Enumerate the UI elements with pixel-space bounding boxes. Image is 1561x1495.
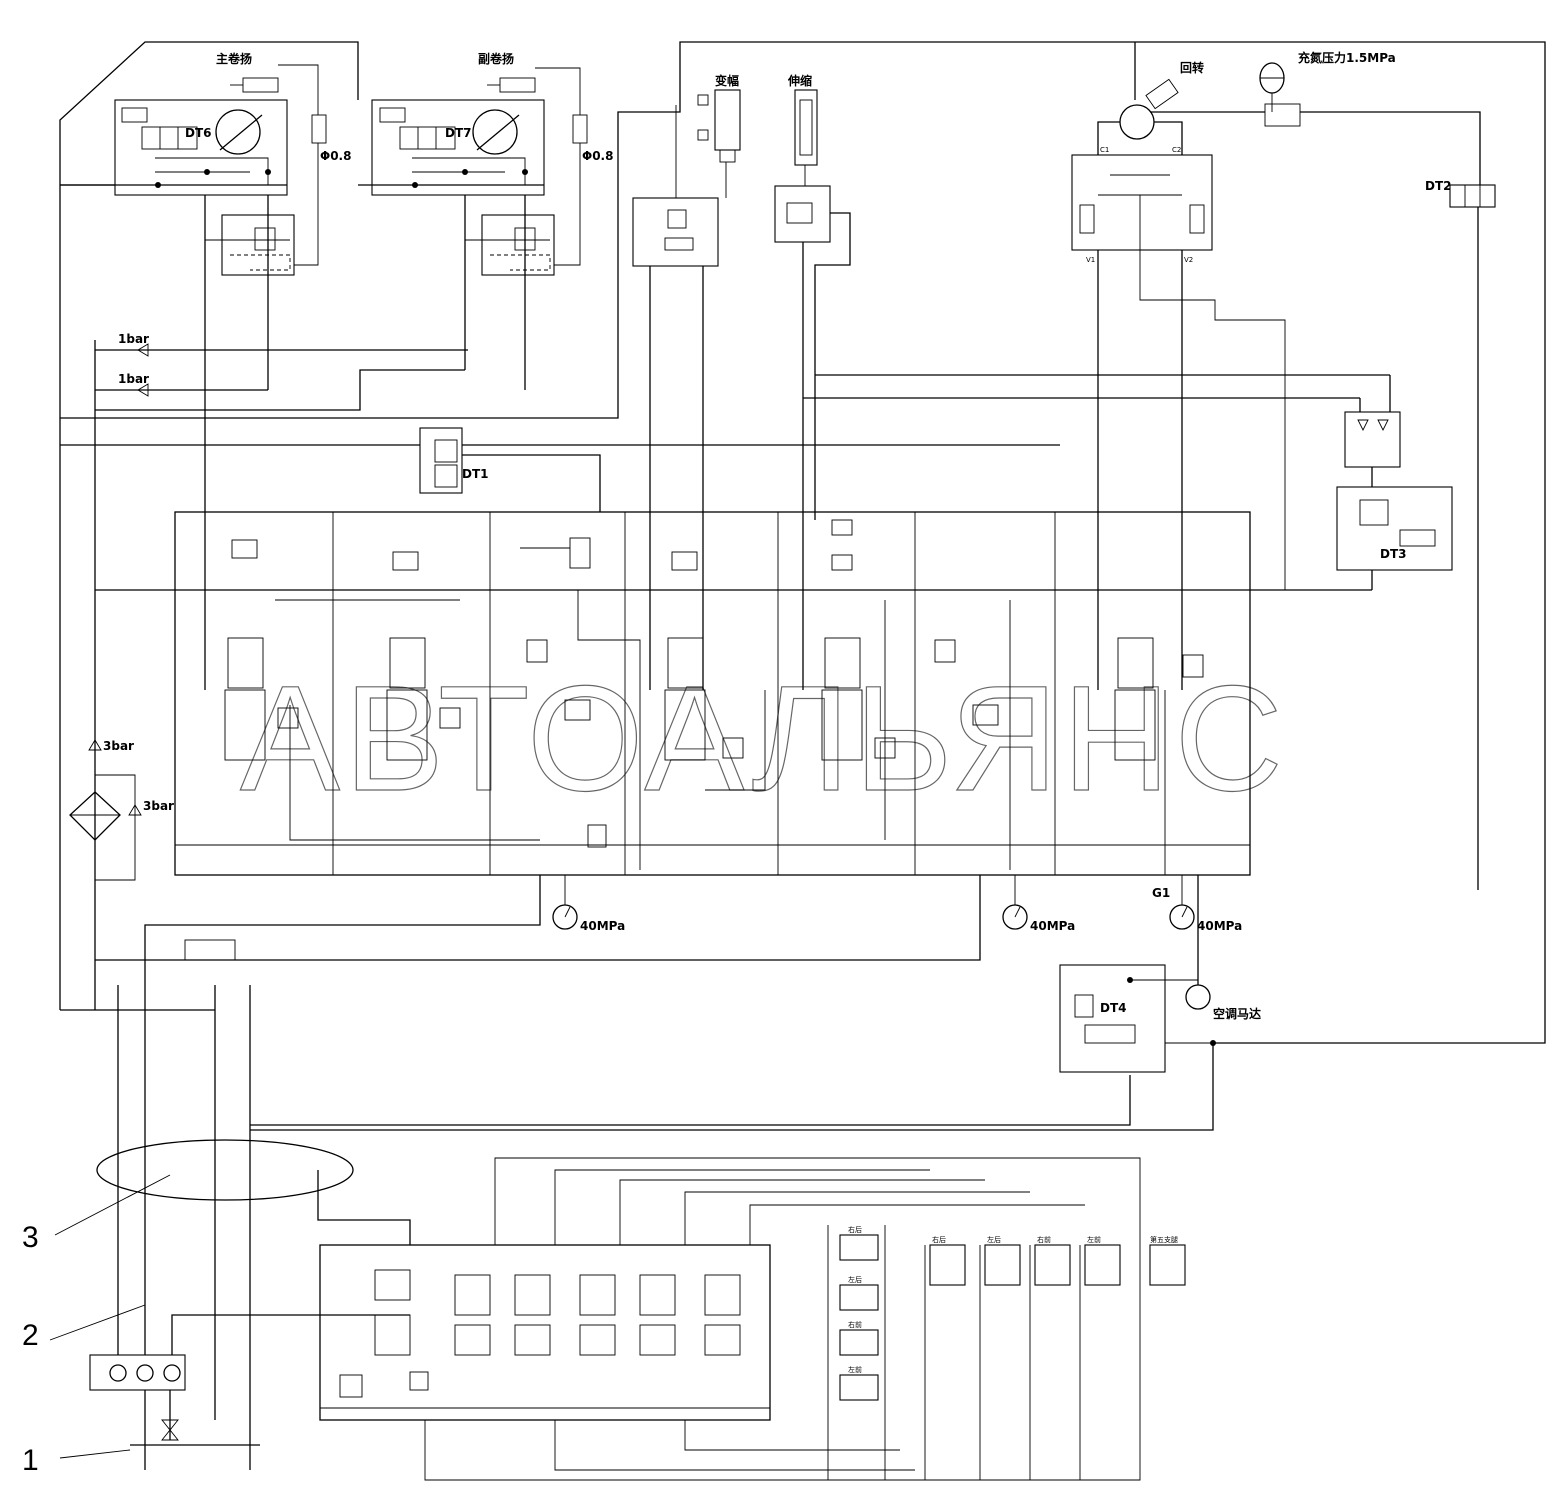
luffing-group: 变幅 [60, 73, 741, 690]
ac-motor-icon [1185, 984, 1211, 1010]
main-winch-label: 主卷扬 [216, 51, 252, 66]
outrigger-label-2: 左后 [987, 1235, 1001, 1244]
outrigger-cylinders: 右后 左后 右前 左前 右后 左后 右前 左前 第五支腿 [827, 1225, 1186, 1480]
rotary-joint-icon [96, 1139, 354, 1201]
filter-group: 3bar 3bar [69, 739, 174, 881]
cylinder-label-1: 右后 [848, 1225, 862, 1234]
gauges: 40MPa 40MPa 40MPa G1 [552, 875, 1242, 933]
pump-group [89, 1139, 410, 1446]
g1-label: G1 [1152, 886, 1170, 900]
outrigger-block [319, 1157, 1141, 1481]
slewing-motor-icon [1119, 104, 1155, 140]
callout-2: 2 [22, 1319, 39, 1352]
orifice-label-2: Φ0.8 [582, 149, 613, 163]
dt3-group: DT3 [1336, 486, 1453, 590]
callout-3: 3 [22, 1221, 39, 1254]
port-v2-label: V2 [1184, 256, 1193, 264]
outrigger-label-4: 左前 [1087, 1235, 1101, 1244]
outrigger-label-3: 右前 [1037, 1235, 1051, 1244]
aux-winch-label: 副卷扬 [478, 51, 514, 66]
outrigger-label-1: 右后 [932, 1235, 946, 1244]
dt4-label: DT4 [1100, 1001, 1127, 1015]
ac-motor-group: DT4 空调马达 [1059, 964, 1261, 1073]
port-c2-label: C2 [1172, 146, 1181, 154]
check-3bar-label-b: 3bar [143, 799, 174, 813]
port-v1-label: V1 [1086, 256, 1095, 264]
callout-1: 1 [22, 1444, 39, 1477]
check-1bar-label-a: 1bar [118, 332, 149, 346]
cylinder-label-4: 左前 [848, 1365, 862, 1374]
pump-icon [136, 1364, 154, 1382]
outer-lines [59, 41, 1546, 1044]
check-1bar-label-b: 1bar [118, 372, 149, 386]
port-c1-label: C1 [1100, 146, 1109, 154]
telescope-label: 伸缩 [787, 73, 812, 88]
filter-icon [69, 791, 121, 841]
check-3bar-label-a: 3bar [103, 739, 134, 753]
outrigger-label-5: 第五支腿 [1150, 1235, 1178, 1244]
aux-winch-group: 副卷扬 DT7 Φ0.8 [358, 51, 613, 390]
main-winch-group: 主卷扬 DT6 Φ0.8 [60, 51, 351, 690]
gauge-2-label: 40MPa [1030, 919, 1075, 933]
orifice-label-1: Φ0.8 [320, 149, 351, 163]
cylinder-label-2: 左后 [848, 1275, 862, 1284]
main-valve-block [95, 511, 1372, 876]
dt1-label: DT1 [462, 467, 489, 481]
lower-pipes [95, 875, 1214, 1470]
telescope-group: 伸缩 [774, 73, 851, 690]
nitrogen-label: 充氮压力1.5MPa [1298, 50, 1396, 65]
dt3-label: DT3 [1380, 547, 1407, 561]
check-valve-icon [137, 383, 149, 397]
callouts: 1 2 3 [22, 1174, 171, 1477]
cylinder-label-3: 右前 [848, 1320, 862, 1329]
dt2-label: DT2 [1425, 179, 1452, 193]
pilot-lines: 1bar 1bar DT1 [94, 332, 1401, 1010]
dt7-label: DT7 [445, 126, 472, 140]
gauge-1-label: 40MPa [580, 919, 625, 933]
luffing-label: 变幅 [715, 73, 739, 88]
pump-icon [163, 1364, 181, 1382]
gauge-3-label: 40MPa [1197, 919, 1242, 933]
main-winch-motor-icon [215, 109, 261, 155]
slewing-group: 回转 C1 C2 V1 V2 充氮压力1.5MPa DT2 [1071, 50, 1496, 890]
slewing-label: 回转 [1180, 60, 1204, 75]
check-valve-icon [137, 343, 149, 357]
watermark: АВТОАЛЬЯНС [240, 654, 1287, 822]
dt6-label: DT6 [185, 126, 212, 140]
aux-winch-motor-icon [472, 109, 518, 155]
pump-icon [109, 1364, 127, 1382]
ac-motor-label: 空调马达 [1213, 1006, 1261, 1021]
